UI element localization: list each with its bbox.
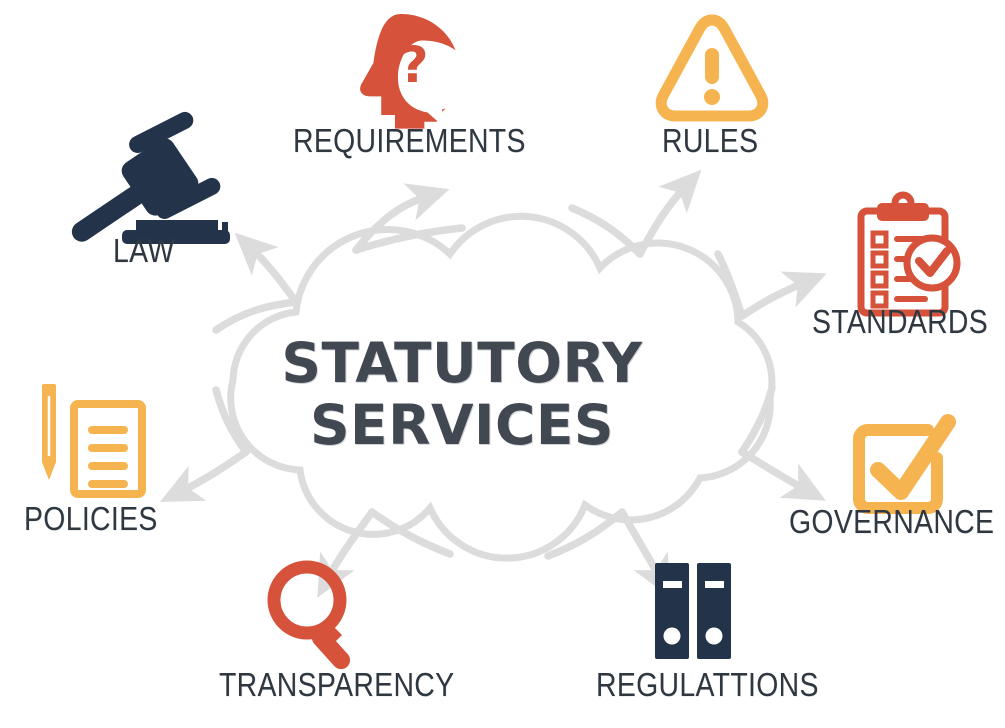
clipboard-checklist-icon — [857, 191, 961, 317]
node-label-transparency: TRANSPARENCY — [219, 666, 455, 703]
arrow-tail-requirements-left — [352, 224, 466, 254]
svg-text:?: ? — [399, 36, 428, 94]
arrow-to-requirements — [352, 183, 450, 254]
node-label-standards: STANDARDS — [812, 303, 989, 340]
warning-triangle-icon — [655, 14, 769, 122]
node-label-requirements: REQUIREMENTS — [293, 122, 526, 159]
checkbox-check-icon — [853, 414, 956, 514]
arrow-to-standards — [738, 271, 827, 320]
gavel-icon — [71, 111, 230, 244]
head-question-mark-icon: ? — [360, 14, 470, 129]
arrow-to-policies — [159, 448, 250, 503]
arrow-tail-governance-up — [738, 384, 776, 456]
arrow-tail-law-down — [212, 298, 300, 334]
binder-folders-icon — [655, 563, 731, 659]
arrow-to-governance — [738, 448, 826, 501]
radial-arrows — [159, 169, 827, 598]
document-pencil-icon — [42, 384, 146, 498]
magnifying-glass-icon — [267, 560, 351, 670]
arrow-to-rules — [636, 169, 702, 258]
cloud-shape — [227, 212, 776, 562]
arrow-tail-policies-up — [212, 386, 250, 456]
arrow-tail-rules-left — [568, 204, 644, 258]
arrow-to-law — [234, 232, 300, 306]
node-label-regulations: REGULATTIONS — [596, 666, 819, 703]
node-label-rules: RULES — [662, 122, 759, 159]
node-label-law: LAW — [113, 232, 175, 269]
node-label-policies: POLICIES — [24, 500, 158, 537]
arrow-tail-transparency-right — [368, 508, 454, 558]
arrow-tail-standards-up — [714, 250, 746, 320]
node-label-governance: GOVERNANCE — [789, 503, 995, 540]
arrow-tail-regulations-left — [544, 508, 626, 560]
